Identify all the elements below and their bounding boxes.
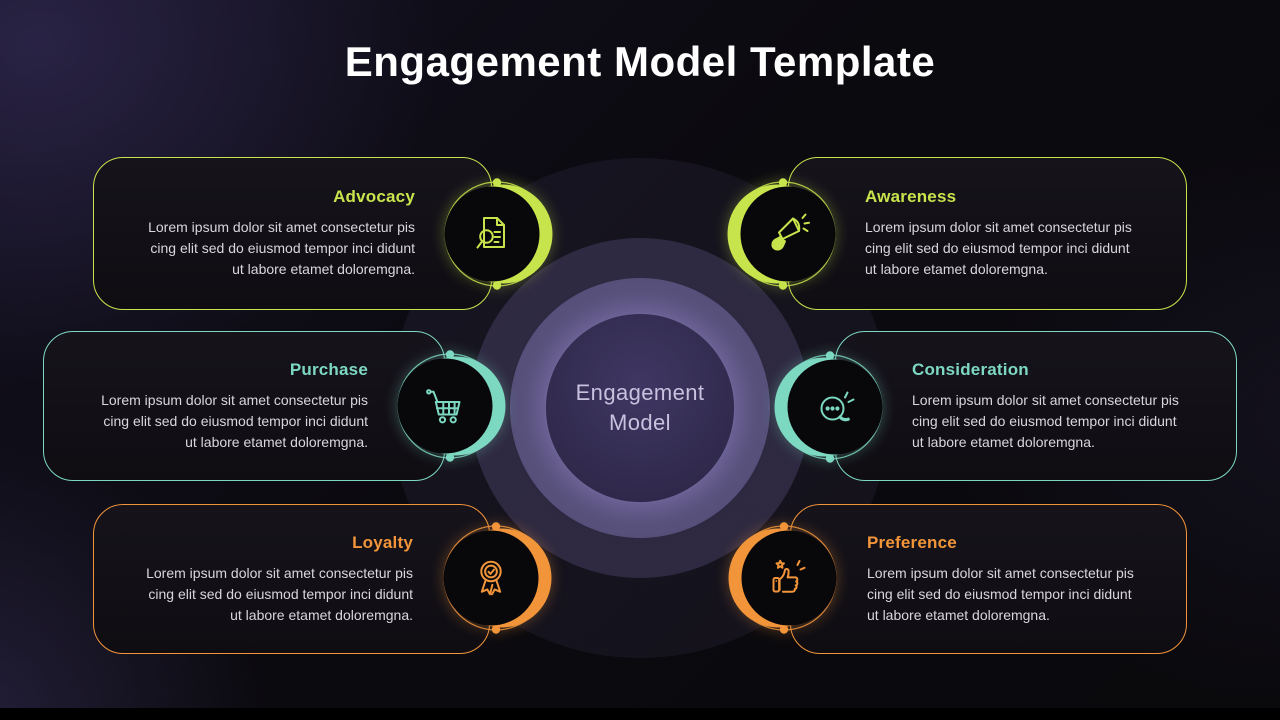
center-label-line2: Model [609,410,671,435]
advocacy-body: Lorem ipsum dolor sit amet consectetur p… [148,219,415,277]
center-label: Engagement Model [576,378,705,438]
consideration-title: Consideration [912,359,1029,379]
chat-bubble-icon [774,351,883,463]
advocacy-title: Advocacy [333,187,415,206]
consideration-icon-badge [774,351,886,463]
card-purchase: Purchase Lorem ipsum dolor sit amet cons… [43,331,445,481]
card-loyalty: Loyalty Lorem ipsum dolor sit amet conse… [93,504,490,654]
awareness-title: Awareness [865,187,957,206]
loyalty-body: Lorem ipsum dolor sit amet consectetur p… [146,564,413,623]
document-search-icon [444,178,553,290]
card-advocacy: Advocacy Lorem ipsum dolor sit amet cons… [93,157,492,310]
awareness-icon-badge [727,178,839,290]
bottom-letterbox-bar [0,708,1280,720]
loyalty-title: Loyalty [352,532,413,552]
center-label-line1: Engagement [575,380,705,405]
consideration-body: Lorem ipsum dolor sit amet consectetur p… [912,391,1179,450]
card-awareness: Awareness Lorem ipsum dolor sit amet con… [788,157,1187,310]
card-preference: Preference Lorem ipsum dolor sit amet co… [790,504,1187,654]
slide-title: Engagement Model Template [344,38,936,85]
loyalty-icon-badge [440,522,552,634]
purchase-icon-badge [394,350,506,462]
shopping-cart-icon [397,350,506,462]
preference-icon-badge [728,522,840,634]
card-consideration: Consideration Lorem ipsum dolor sit amet… [835,331,1237,481]
center-circle: Engagement Model [546,314,734,502]
purchase-title: Purchase [289,359,368,379]
preference-title: Preference [867,532,957,552]
award-medal-icon [443,522,552,634]
purchase-body: Lorem ipsum dolor sit amet consectetur p… [101,391,368,450]
preference-body: Lorem ipsum dolor sit amet consectetur p… [867,564,1134,623]
megaphone-icon [727,178,836,290]
thumbs-up-icon [728,522,837,634]
awareness-body: Lorem ipsum dolor sit amet consectetur p… [865,219,1132,277]
advocacy-icon-badge [441,178,553,290]
